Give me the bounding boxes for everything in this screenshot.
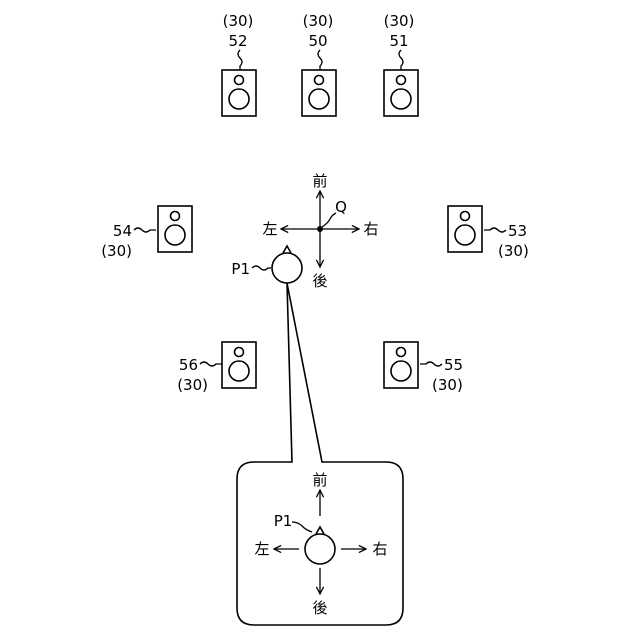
speaker-53-group-label: (30) [498, 242, 529, 260]
inset-left-label: 左 [254, 540, 269, 558]
listener-head-circle [272, 253, 302, 283]
speaker-50: (30) 50 [302, 12, 336, 116]
inset-nose-marker [316, 527, 324, 534]
speaker-51: (30) 51 [384, 12, 418, 116]
speaker-56-group-label: (30) [177, 376, 208, 394]
speaker-56-icon [222, 342, 256, 388]
listener-p1: P1 [231, 246, 302, 283]
listener-leader-line [252, 266, 271, 270]
speaker-53-icon [448, 206, 482, 252]
back-label: 後 [312, 272, 327, 290]
right-label: 右 [363, 220, 378, 238]
speaker-54-icon [158, 206, 192, 252]
speaker-54-leader-line [134, 228, 156, 232]
speaker-56: 56 (30) [177, 342, 256, 394]
direction-cross: 前 後 左 右 Q [262, 172, 378, 290]
speaker-50-icon [302, 70, 336, 116]
speaker-55-leader-line [420, 362, 442, 366]
speaker-55-number-label: 55 [444, 356, 463, 374]
inset-front-label: 前 [312, 471, 327, 489]
speaker-51-number-label: 51 [389, 32, 408, 50]
speaker-53-leader-line [484, 228, 506, 232]
left-label: 左 [262, 220, 277, 238]
speaker-55-group-label: (30) [432, 376, 463, 394]
speaker-55: 55 (30) [384, 342, 463, 394]
listener-nose-marker [283, 246, 291, 253]
speaker-54-group-label: (30) [101, 242, 132, 260]
speaker-51-group-label: (30) [384, 12, 415, 30]
point-q-label: Q [335, 198, 347, 216]
speaker-56-number-label: 56 [179, 356, 198, 374]
speaker-55-icon [384, 342, 418, 388]
inset-right-label: 右 [372, 540, 387, 558]
inset-listener: P1 前 後 左 右 [254, 471, 387, 617]
speaker-53-number-label: 53 [508, 222, 527, 240]
front-label: 前 [312, 172, 327, 190]
speaker-52: (30) 52 [222, 12, 256, 116]
speaker-52-group-label: (30) [223, 12, 254, 30]
speaker-52-number-label: 52 [228, 32, 247, 50]
speaker-50-group-label: (30) [303, 12, 334, 30]
speaker-50-leader-line [318, 50, 322, 70]
speaker-53: 53 (30) [448, 206, 529, 260]
point-q-leader-line [322, 213, 336, 227]
inset-back-label: 後 [312, 599, 327, 617]
inset-listener-label: P1 [274, 512, 293, 530]
inset-head-circle [305, 534, 335, 564]
speaker-54-number-label: 54 [113, 222, 132, 240]
speaker-51-icon [384, 70, 418, 116]
speaker-52-leader-line [238, 50, 242, 70]
speaker-56-leader-line [200, 362, 222, 366]
inset-listener-leader-line [292, 522, 312, 532]
speaker-50-number-label: 50 [308, 32, 327, 50]
listener-label: P1 [231, 260, 250, 278]
speaker-54: 54 (30) [101, 206, 192, 260]
speaker-52-icon [222, 70, 256, 116]
speaker-51-leader-line [399, 50, 403, 70]
